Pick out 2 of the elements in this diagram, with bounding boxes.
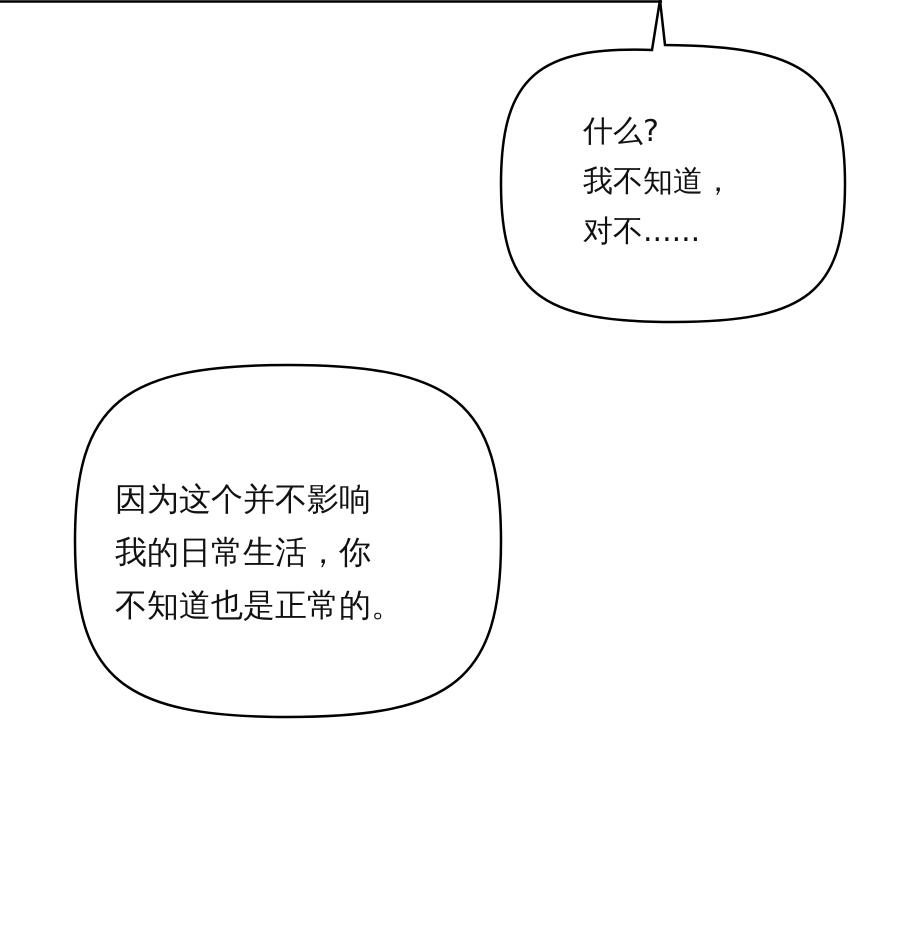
dialogue-text: 什么?我不知道，对不...... [583,113,733,251]
dialogue-text: 因为这个并不影响我的日常生活，你不知道也是正常的。 [115,479,403,626]
